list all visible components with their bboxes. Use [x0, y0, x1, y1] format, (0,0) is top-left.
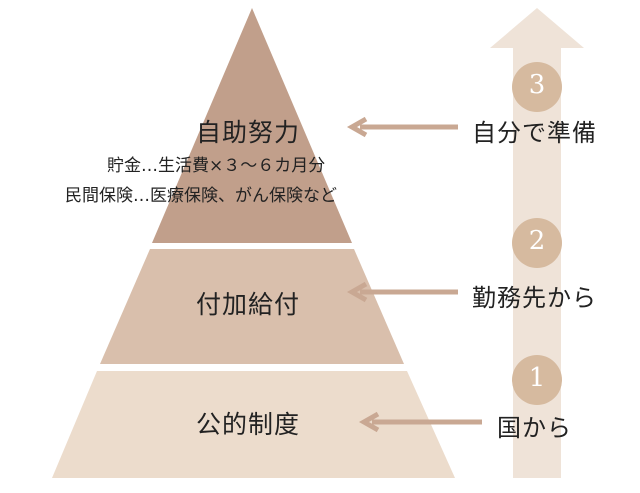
source-label-government: 国から — [497, 414, 572, 442]
tier-label-public-system: 公的制度 — [196, 410, 301, 439]
step-number-3: 3 — [528, 70, 546, 100]
step-number-1: 1 — [528, 363, 546, 393]
step-circle-1 — [512, 355, 562, 405]
arrow-left-icon-3 — [346, 116, 458, 138]
pyramid-tier-bottom — [52, 371, 455, 478]
source-label-employer: 勤務先から — [472, 284, 597, 312]
tier-label-self-help: 自助努力 — [196, 118, 301, 147]
arrow-left-icon-2 — [346, 281, 458, 303]
pyramid-tier-top — [152, 8, 352, 243]
tier-label-additional-benefits: 付加給付 — [196, 290, 301, 319]
source-label-self: 自分で準備 — [472, 119, 597, 147]
step-circle-3 — [512, 62, 562, 112]
pyramid-tier-middle — [100, 249, 404, 364]
step-circle-2 — [512, 218, 562, 268]
tier-note-insurance: 民間保険…医療保険、がん保険など — [65, 186, 337, 206]
arrow-left-icon-1 — [358, 411, 482, 433]
tier-note-savings: 貯金…生活費×３〜６カ月分 — [107, 156, 326, 176]
step-number-2: 2 — [528, 226, 546, 256]
